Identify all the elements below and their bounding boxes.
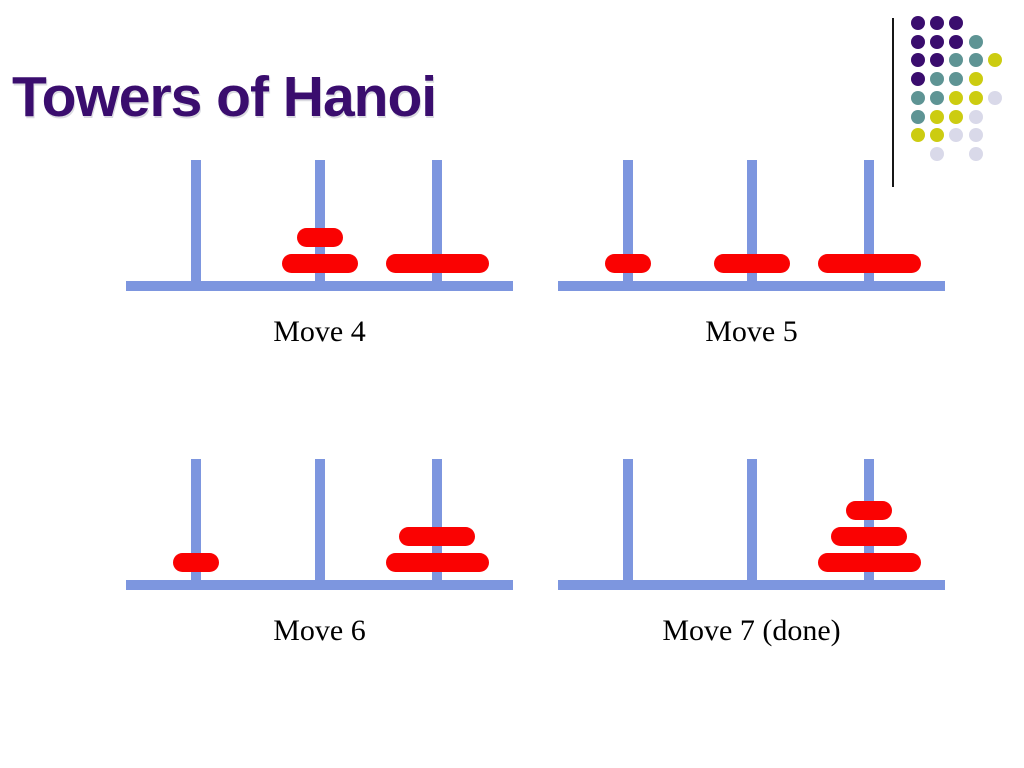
disk-large (817, 254, 921, 273)
hanoi-panel-move-7: Move 7 (done) (558, 459, 945, 669)
disk-small (297, 228, 343, 247)
decorative-dot (949, 16, 964, 30)
decorative-dot (911, 72, 925, 87)
decorative-dot (949, 109, 964, 124)
decorative-dot (911, 53, 925, 68)
hanoi-diagram (558, 459, 945, 591)
disk-small (846, 501, 892, 520)
decorative-dot (987, 53, 1002, 68)
hanoi-diagram (126, 160, 513, 292)
disk-large (385, 254, 489, 273)
decorative-dot (911, 90, 925, 105)
decorative-dot (968, 128, 983, 143)
dot-pattern (911, 16, 1007, 182)
peg (623, 459, 633, 590)
decorative-dot (911, 128, 925, 143)
panel-label: Move 7 (done) (662, 614, 841, 647)
peg (864, 160, 874, 291)
peg (315, 459, 325, 590)
peg (191, 459, 201, 590)
disk-medium (714, 254, 790, 273)
hanoi-panel-move-5: Move 5 (558, 160, 945, 370)
decorative-dot (930, 53, 945, 68)
decorative-dot (968, 34, 983, 49)
decorative-dot (949, 90, 964, 105)
base-bar (126, 281, 513, 291)
decorative-dot (949, 72, 964, 87)
decorative-dot (930, 128, 945, 143)
disk-medium (282, 254, 358, 273)
decorative-dot (968, 53, 983, 68)
peg (747, 160, 757, 291)
decorative-dot (949, 53, 964, 68)
decorative-dot (968, 90, 983, 105)
disk-large (817, 553, 921, 572)
peg (191, 160, 201, 291)
decorative-dot (930, 34, 945, 49)
decorative-dot (911, 34, 925, 49)
decorative-dot (968, 109, 983, 124)
disk-medium (831, 527, 907, 546)
decoration-vertical-line (892, 18, 894, 187)
peg (315, 160, 325, 291)
decorative-dot (968, 72, 983, 87)
decorative-dot (911, 109, 925, 124)
disk-small (173, 553, 219, 572)
decorative-dot (911, 16, 925, 30)
panel-label: Move 4 (273, 315, 366, 348)
base-bar (126, 580, 513, 590)
hanoi-diagram (126, 459, 513, 591)
disk-small (605, 254, 651, 273)
hanoi-panel-move-4: Move 4 (126, 160, 513, 370)
decorative-dot (949, 128, 964, 143)
decorative-dot (968, 146, 983, 161)
slide-title: Towers of Hanoi (12, 65, 437, 129)
decorative-dot (930, 146, 945, 161)
panel-label: Move 5 (705, 315, 798, 348)
decorative-dot (930, 16, 945, 30)
decorative-dot (949, 34, 964, 49)
decorative-dot (987, 90, 1002, 105)
peg (623, 160, 633, 291)
disk-medium (399, 527, 475, 546)
peg (432, 459, 442, 590)
base-bar (558, 281, 945, 291)
panel-label: Move 6 (273, 614, 366, 647)
base-bar (558, 580, 945, 590)
decorative-dot (930, 109, 945, 124)
decorative-dot (930, 90, 945, 105)
peg (432, 160, 442, 291)
peg (747, 459, 757, 590)
hanoi-diagram (558, 160, 945, 292)
decorative-dot (930, 72, 945, 87)
disk-large (385, 553, 489, 572)
peg (864, 459, 874, 590)
hanoi-panel-move-6: Move 6 (126, 459, 513, 669)
